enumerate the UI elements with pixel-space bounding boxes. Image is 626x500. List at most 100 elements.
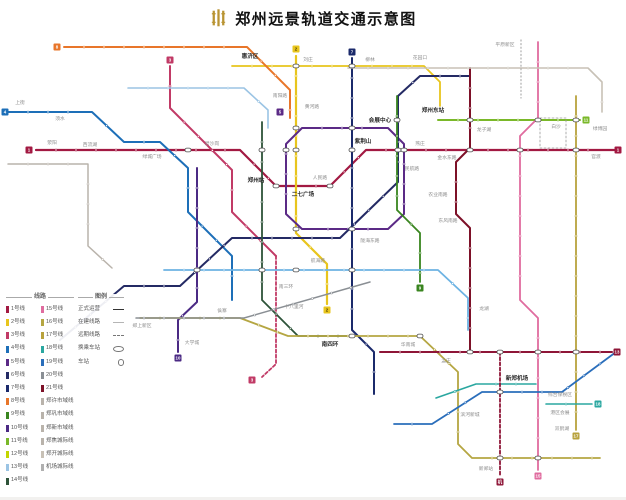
station-label: 南阳路	[273, 92, 288, 99]
station-dot	[257, 323, 261, 327]
station-label-major: 会展中心	[369, 116, 392, 124]
line-terminus-badge: 18	[594, 400, 602, 408]
station-dot	[526, 66, 530, 70]
station-dot	[518, 154, 522, 158]
station-dot	[122, 45, 126, 49]
svg-text:8: 8	[56, 45, 59, 50]
legend-line-item: 郑开城际线	[41, 448, 74, 461]
station-dot	[438, 74, 442, 78]
station-dot	[322, 268, 326, 272]
line-terminus-badge: 8	[53, 43, 61, 51]
station-dot	[66, 110, 70, 114]
station-dot	[574, 114, 578, 118]
interchange-station-marker	[348, 125, 356, 131]
metro-line-8	[63, 46, 291, 119]
station-dot	[202, 45, 206, 49]
legend-line-label: 1号线	[11, 305, 26, 312]
station-dot	[314, 184, 318, 188]
legend-line-swatch	[6, 477, 9, 485]
station-dot	[270, 64, 274, 68]
interchange-station-marker	[572, 117, 580, 123]
station-label: 东风南路	[438, 217, 457, 224]
station-dot	[426, 66, 430, 70]
station-dot	[66, 162, 70, 166]
station-dot	[410, 422, 414, 426]
station-dot	[330, 291, 333, 295]
legend-line-swatch	[6, 306, 9, 314]
station-dot	[536, 436, 540, 440]
station-dot	[342, 268, 346, 272]
station-label-major: 新郑机场	[506, 374, 529, 382]
legend-line-label: 4号线	[11, 345, 26, 352]
station-dot	[536, 356, 540, 360]
interchange-station-marker	[348, 63, 356, 69]
station-dot	[222, 45, 226, 49]
station-dot	[424, 148, 428, 152]
station-label: 柳林	[365, 56, 375, 63]
station-dot	[330, 236, 334, 240]
metro-line-13	[127, 87, 269, 129]
station-dot	[142, 284, 146, 288]
station-dot	[250, 64, 254, 68]
line-terminus-badge: 11	[582, 116, 590, 124]
svg-text:3: 3	[251, 378, 254, 383]
station-dot	[418, 271, 422, 275]
line-terminus-badge: 17	[572, 432, 580, 440]
station-dot	[294, 94, 298, 98]
station-dot	[362, 268, 366, 272]
station-dot	[291, 302, 295, 306]
station-label: 南三环	[279, 283, 294, 290]
line-terminus-badge: 3	[166, 56, 174, 64]
station-dot	[366, 227, 370, 231]
legend-line-swatch	[6, 385, 9, 393]
svg-text:2: 2	[295, 47, 298, 52]
station-dot	[294, 114, 298, 118]
interchange-station-marker	[534, 349, 542, 355]
line-terminus-badge: 10	[174, 354, 182, 362]
legend-line-swatch	[41, 437, 44, 445]
legend-line-item: 12号线	[6, 448, 39, 461]
station-dot	[402, 202, 406, 206]
legend-symbol-item: 车站	[78, 356, 124, 369]
station-dot	[506, 66, 510, 70]
interchange-station-marker	[466, 349, 474, 355]
station-dot	[353, 222, 356, 226]
station-dot	[418, 350, 422, 354]
station-dot	[290, 236, 294, 240]
station-label: 华南城	[401, 341, 416, 348]
svg-text:15: 15	[536, 474, 541, 479]
interchange-station-marker	[348, 267, 356, 273]
station-dot	[250, 236, 254, 240]
interchange-station-marker	[292, 226, 300, 232]
station-dot	[486, 148, 490, 152]
legend-line-label: 郑新市域线	[46, 424, 74, 431]
station-dot	[366, 334, 370, 338]
station-dot	[134, 148, 138, 152]
station-dot	[518, 274, 522, 278]
station-label-major: 郑州东站	[422, 106, 445, 114]
station-dot	[395, 134, 399, 138]
station-label: 燕庄	[415, 140, 425, 147]
interchange-station-marker	[496, 349, 504, 355]
metro-line-19	[393, 351, 617, 425]
metro-line-zhengkai	[347, 67, 603, 113]
station-dot	[453, 390, 457, 393]
legend-line-swatch	[41, 451, 44, 459]
legend-line-item: 14号线	[6, 474, 39, 487]
interchange-station-marker	[572, 349, 580, 355]
legend-line-swatch	[41, 411, 44, 419]
station-dot	[195, 246, 199, 250]
legend-line-swatch	[6, 451, 9, 459]
legend-line-item: 16号线	[41, 316, 74, 329]
station-dot	[566, 386, 570, 390]
interchange-station-marker	[292, 147, 300, 153]
station-dot	[244, 224, 248, 228]
station-dot	[282, 268, 286, 272]
station-label: 官渡	[591, 153, 601, 160]
station-dot	[253, 313, 256, 317]
station-dot	[294, 154, 298, 158]
interchange-station-marker	[292, 267, 300, 273]
legend-line-label: 17号线	[46, 332, 64, 339]
station-dot	[260, 180, 264, 184]
